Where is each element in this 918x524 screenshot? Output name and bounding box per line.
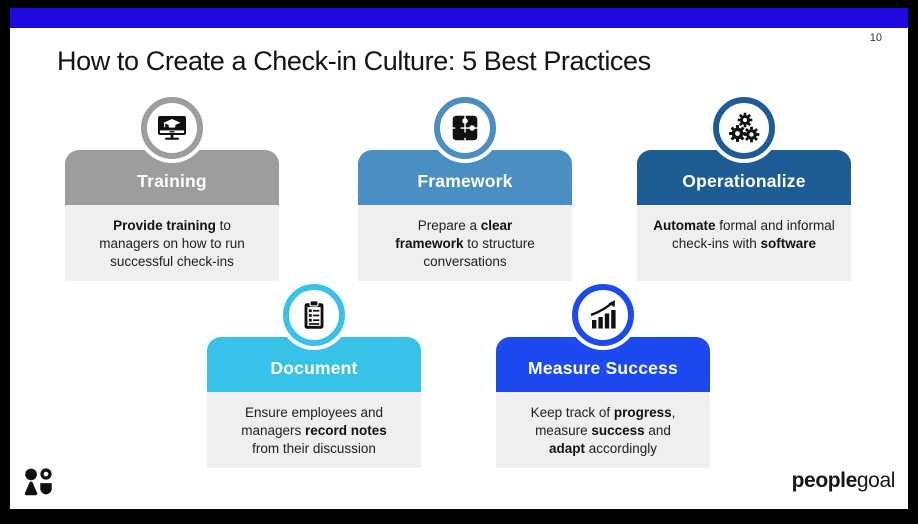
clipboard-icon (304, 300, 324, 329)
card-body-text: Prepare a clear framework to structure c… (395, 218, 535, 269)
card-title: Framework (417, 170, 513, 191)
card-body-text: Ensure employees and managers record not… (241, 405, 387, 456)
card-title: Operationalize (682, 170, 806, 191)
measure-success-badge (572, 284, 634, 346)
puzzle-icon (452, 115, 478, 141)
brand-text-bold: people (791, 469, 858, 492)
card-measure-success: Measure Success Keep track of progress, … (496, 284, 710, 468)
card-header: Framework (358, 150, 572, 205)
card-header: Measure Success (496, 337, 710, 392)
card-title: Measure Success (528, 357, 678, 378)
card-body: Prepare a clear framework to structure c… (358, 205, 572, 281)
card-framework: Framework Prepare a clear framework to s… (358, 97, 572, 281)
card-body: Provide training to managers on how to r… (65, 205, 279, 281)
two-people-icon (23, 467, 56, 502)
card-training: Training Provide training to managers on… (65, 97, 279, 281)
slide-canvas: 10 How to Create a Check-in Culture: 5 B… (10, 8, 908, 509)
monitor-graduation-icon (158, 116, 186, 140)
brand-text-regular: goal (856, 469, 896, 492)
training-badge (141, 97, 203, 159)
card-body-text: Provide training to managers on how to r… (99, 218, 245, 269)
card-title: Training (137, 170, 207, 191)
gears-icon (729, 112, 760, 143)
card-body: Keep track of progress, measure success … (496, 392, 710, 468)
growth-chart-icon (590, 300, 616, 329)
card-body-text: Keep track of progress, measure success … (530, 405, 676, 456)
card-header: Document (207, 337, 421, 392)
slide-title: How to Create a Check-in Culture: 5 Best… (57, 46, 651, 76)
card-header: Training (65, 150, 279, 205)
peoplegoal-logo: peoplegoal (791, 469, 896, 493)
card-header: Operationalize (637, 150, 851, 205)
page-number: 10 (869, 32, 882, 44)
card-document: Document Ensure employees and managers r… (207, 284, 421, 468)
accent-top-bar (10, 8, 908, 28)
document-badge (283, 284, 345, 346)
card-body-text: Automate formal and informal check-ins w… (653, 218, 835, 251)
card-title: Document (270, 357, 358, 378)
framework-badge (434, 97, 496, 159)
card-body: Automate formal and informal check-ins w… (637, 205, 851, 281)
card-body: Ensure employees and managers record not… (207, 392, 421, 468)
card-operationalize: Operationalize Automate formal and infor… (637, 97, 851, 281)
operationalize-badge (713, 97, 775, 159)
